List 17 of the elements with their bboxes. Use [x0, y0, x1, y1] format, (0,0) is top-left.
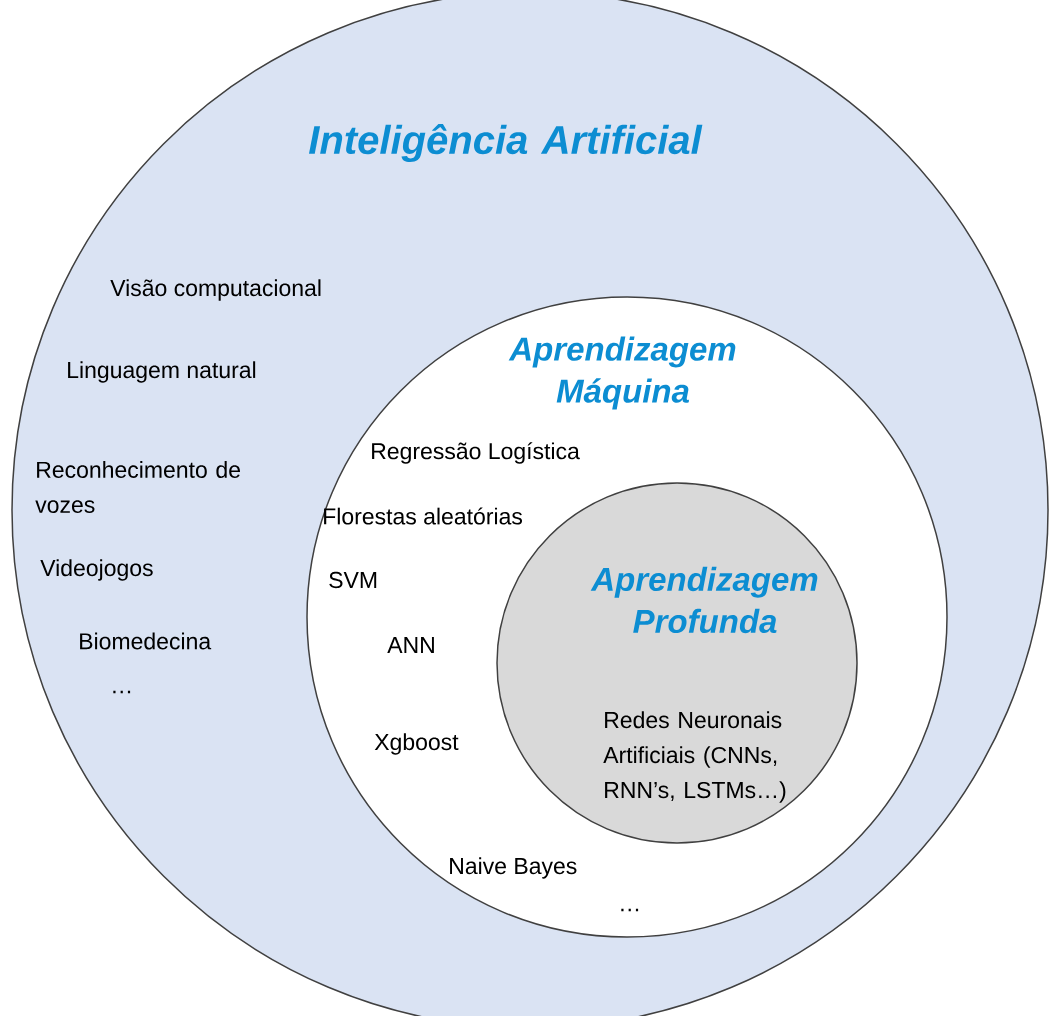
item-text: Naive Bayes [450, 857, 577, 879]
item-text: … [113, 690, 131, 694]
item-text: Visão computacional [110, 279, 321, 301]
item-text: … [621, 908, 639, 912]
item-text: Redes Neuronais Artificiais (CNNs, RNN’s, LSTMs…) [603, 711, 786, 803]
item-text: Xgboost [374, 733, 459, 755]
item-text: ANN [387, 637, 434, 653]
item-text: Biomedecina [80, 632, 212, 650]
region-heading: Aprendizagem Profunda [590, 566, 818, 634]
item-text: Videojogos [40, 559, 153, 581]
item-text: Linguagem natural [68, 361, 256, 383]
item-text: Regressão Logística [372, 442, 580, 464]
item-text: SVM [329, 571, 377, 589]
item-text: Florestas aleatórias [324, 507, 522, 525]
region-heading: Aprendizagem Máquina [508, 336, 736, 410]
region-heading: Inteligência Artificial [309, 123, 703, 163]
item-text: Reconhecimento de vozes [35, 461, 240, 513]
